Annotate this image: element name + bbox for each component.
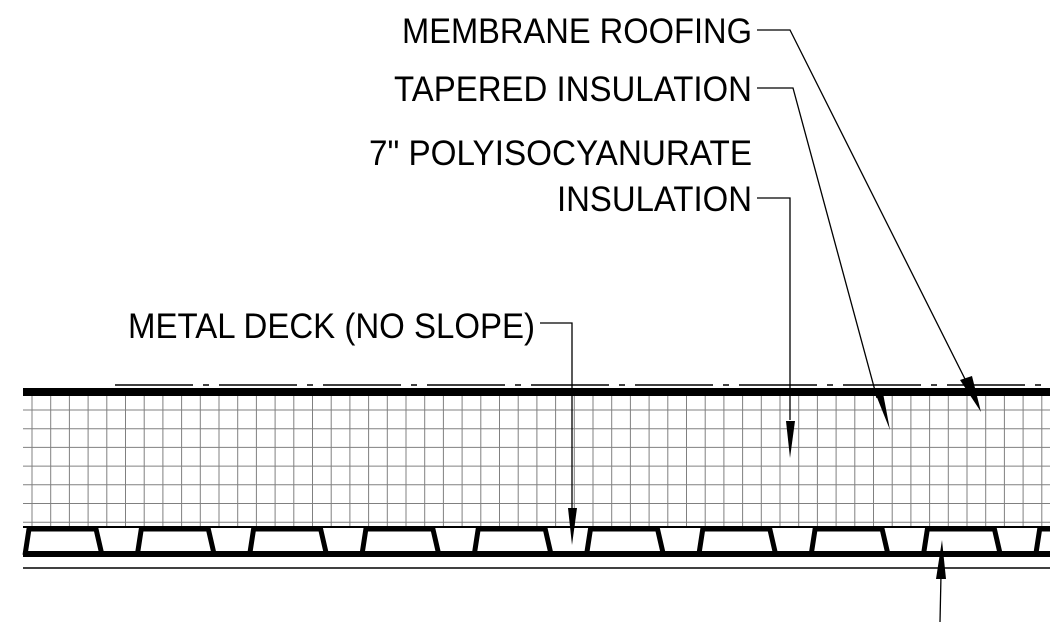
label-metal-deck: METAL DECK (NO SLOPE) [128,307,535,346]
deck-rib [584,526,666,556]
arrowhead-icon [876,393,890,430]
leader-membrane [757,29,969,386]
deck-rib [808,526,891,556]
arrowhead-icon [960,376,981,412]
arrowhead-icon [568,508,577,545]
deck-rib [359,526,442,556]
label-tapered-insulation: TAPERED INSULATION [394,70,752,109]
insulation-hatch-grid [23,396,1050,527]
arrowhead-icon [936,540,946,579]
deck-rib [247,526,330,556]
leader-deck [540,322,573,508]
label-polyiso-line2: INSULATION [557,180,752,219]
leader-bottom [939,574,942,622]
label-polyiso-line1: 7" POLYISOCYANURATE [369,134,752,173]
metal-deck [22,526,1050,556]
leader-tapered [757,87,878,399]
deck-rib [920,526,1003,556]
deck-rib [696,526,779,556]
deck-rib [471,526,554,556]
arrowhead-icon [786,421,795,458]
deck-rib [22,526,105,556]
membrane-roofing-layer [23,388,1050,396]
leader-polyiso [757,197,791,420]
deck-rib [134,526,217,556]
deck-bottom-flange [23,551,1050,557]
deck-rib [1033,526,1050,556]
label-membrane-roofing: MEMBRANE ROOFING [402,12,752,51]
